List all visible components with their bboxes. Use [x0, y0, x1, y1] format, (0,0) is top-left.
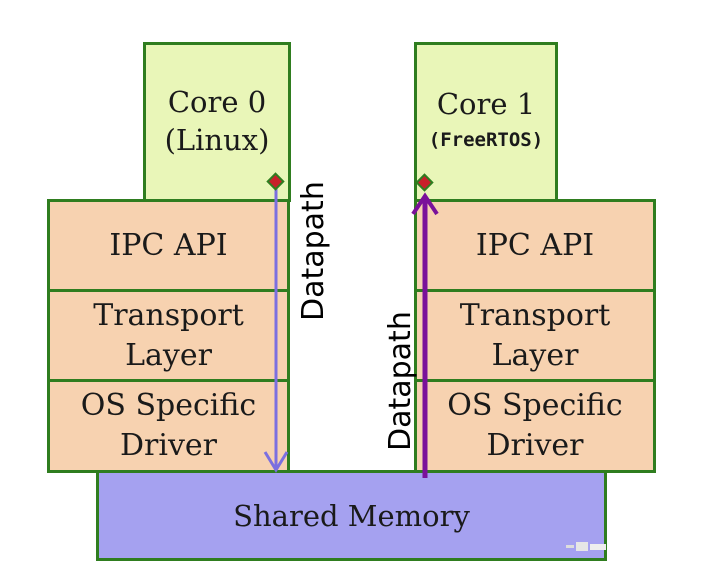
shared-memory-box: Shared Memory	[96, 470, 607, 561]
right-os-driver: OS Specific Driver	[414, 379, 656, 473]
core0-title: Core 0	[167, 85, 267, 119]
core1-port-marker	[415, 173, 434, 192]
right-driver-label-2: Driver	[486, 428, 584, 463]
datapath-left-arrowhead	[263, 451, 289, 473]
left-driver-label-2: Driver	[119, 428, 218, 463]
watermark-logo	[566, 542, 606, 551]
right-ipc-api: IPC API	[414, 199, 656, 292]
datapath-left-label: Datapath	[296, 181, 331, 321]
left-driver-label-1: OS Specific	[80, 388, 257, 423]
shared-memory-label: Shared Memory	[233, 498, 470, 533]
left-transport-label-1: Transport	[93, 297, 244, 333]
right-transport-layer: Transport Layer	[414, 289, 656, 382]
right-transport-label-2: Layer	[491, 337, 579, 373]
right-driver-label-1: OS Specific	[447, 388, 623, 423]
left-ipc-api-label: IPC API	[109, 227, 228, 263]
datapath-right-arrowhead	[411, 192, 439, 216]
right-transport-label-1: Transport	[459, 297, 611, 333]
datapath-right-label: Datapath	[383, 311, 418, 451]
core0-port-marker	[266, 172, 285, 191]
core1-box: Core 1 (FreeRTOS)	[414, 42, 558, 202]
core0-os: (Linux)	[164, 123, 270, 157]
core1-title: Core 1	[436, 87, 536, 121]
core1-os: (FreeRTOS)	[428, 129, 544, 151]
left-transport-label-2: Layer	[125, 337, 212, 373]
core0-box: Core 0 (Linux)	[143, 42, 291, 202]
right-ipc-api-label: IPC API	[475, 227, 595, 263]
